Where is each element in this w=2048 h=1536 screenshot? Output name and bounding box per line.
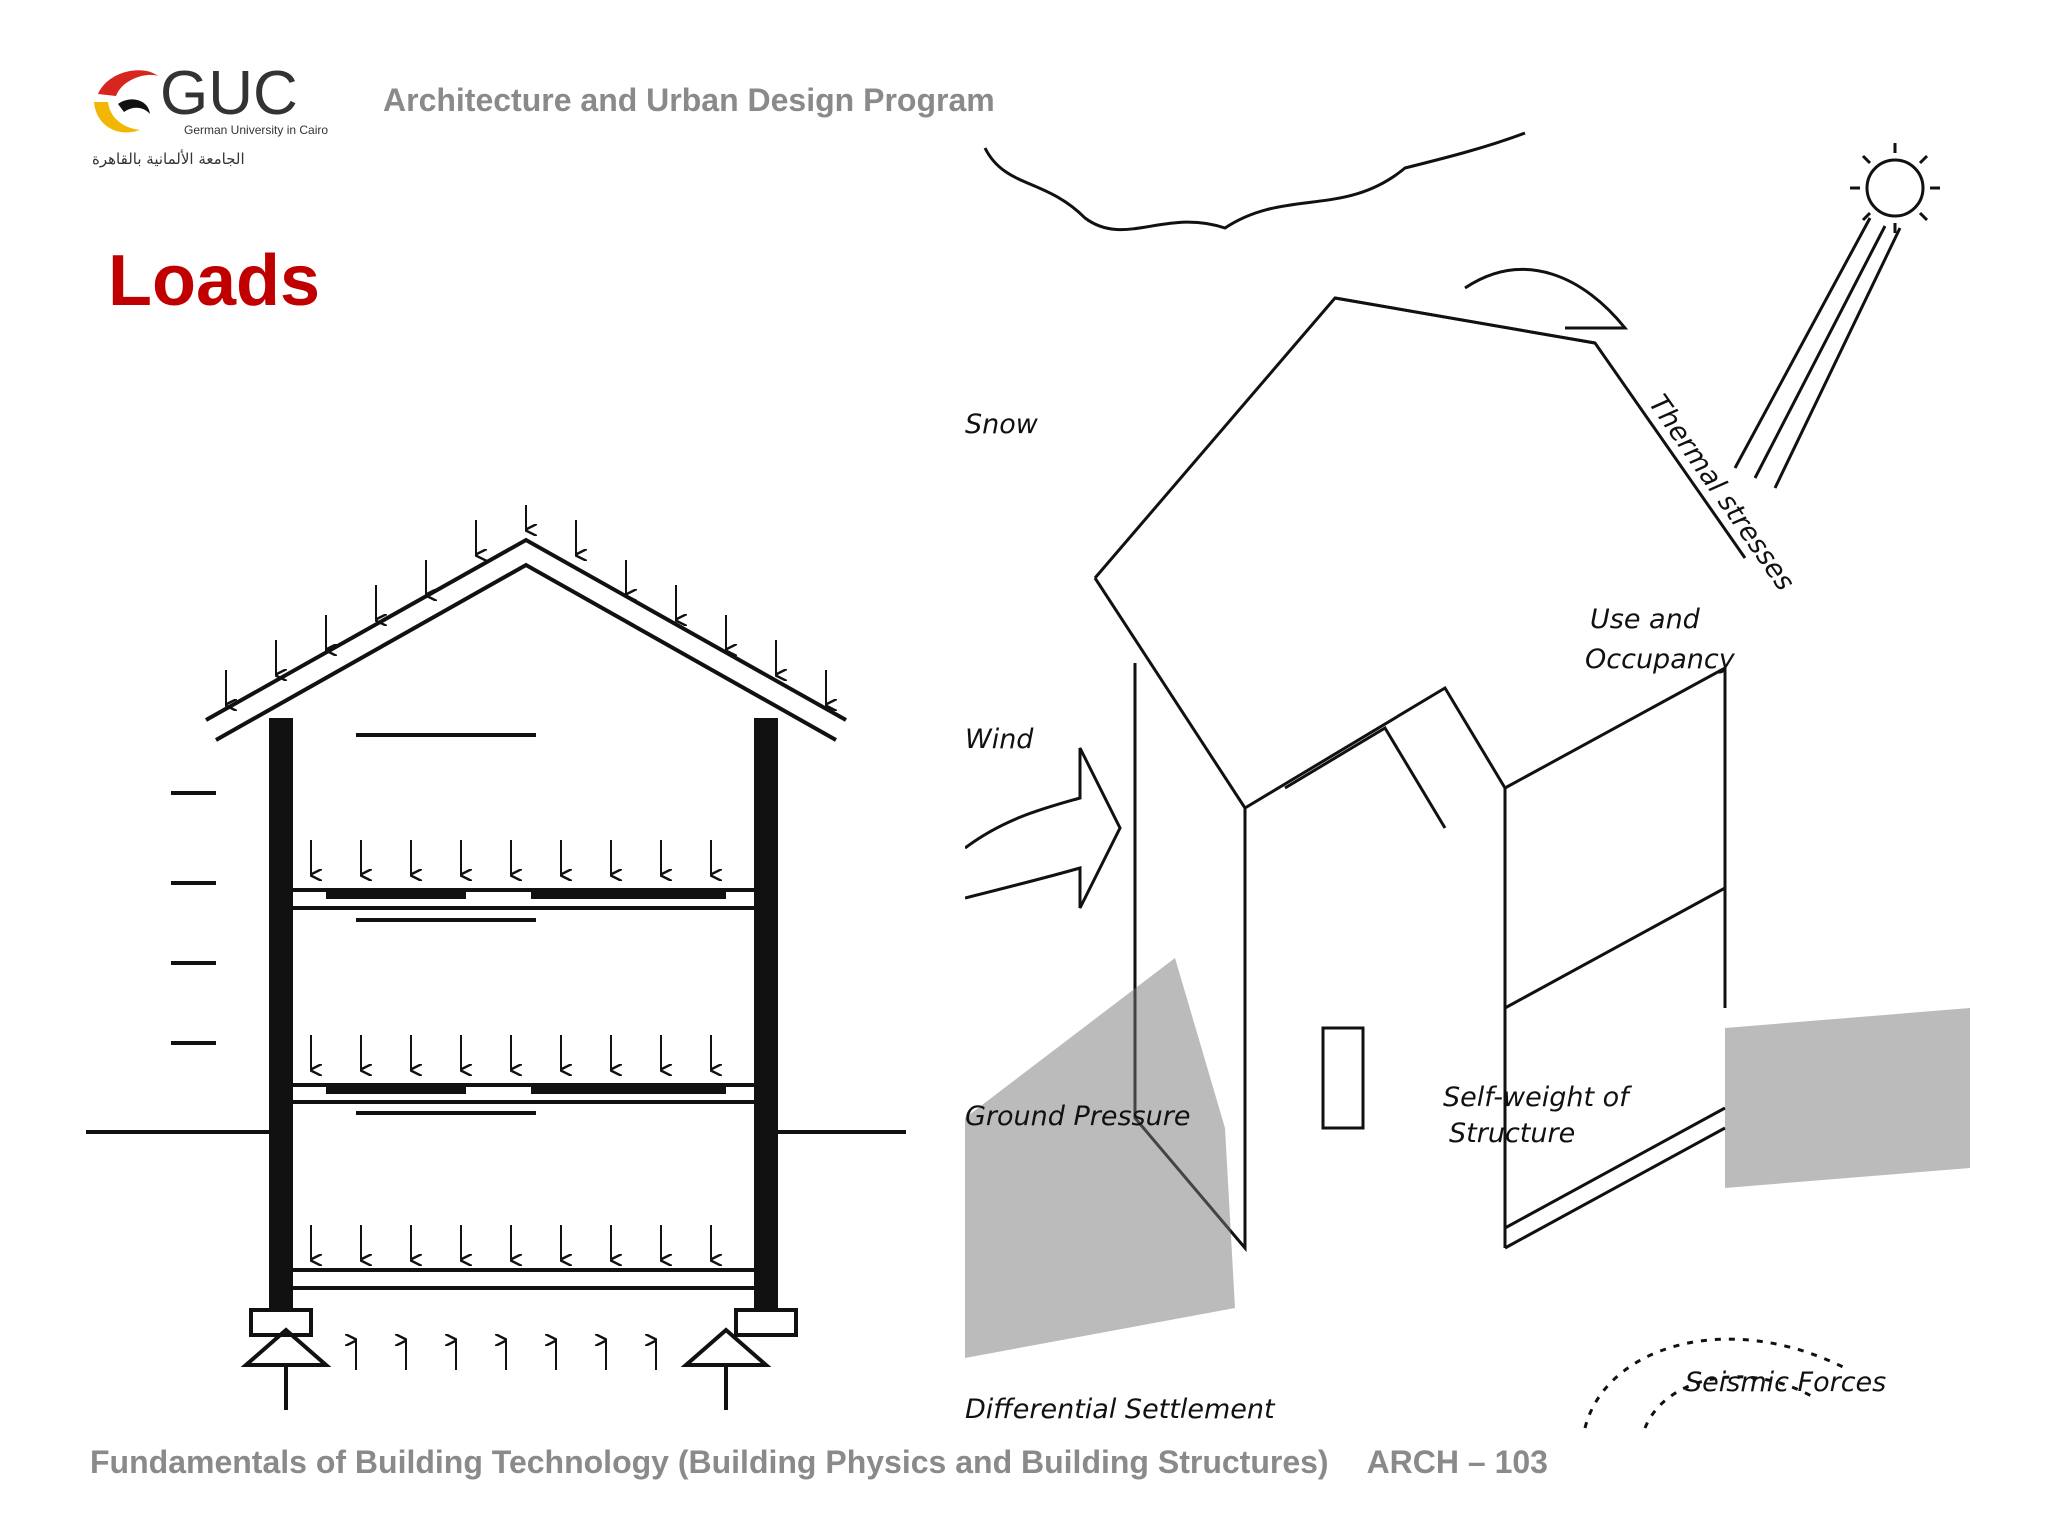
slide-title: Loads xyxy=(108,241,321,321)
label-ground-pressure: Ground Pressure xyxy=(965,1101,1190,1132)
label-self-weight: Self-weight of xyxy=(1443,1082,1632,1113)
footer: Fundamentals of Building Technology (Bui… xyxy=(90,1444,1548,1481)
footer-course: Fundamentals of Building Technology (Bui… xyxy=(90,1444,1329,1480)
label-wind: Wind xyxy=(965,724,1034,755)
label-seismic: Seismic Forces xyxy=(1685,1367,1886,1398)
label-occupancy: Occupancy xyxy=(1585,644,1736,675)
footer-code: ARCH – 103 xyxy=(1366,1444,1548,1480)
label-thermal: Thermal stresses xyxy=(1642,389,1800,596)
logo-subtitle: German University in Cairo xyxy=(184,123,328,137)
label-differential-settlement: Differential Settlement xyxy=(965,1394,1276,1425)
label-use: Use and xyxy=(1590,604,1701,635)
label-snow: Snow xyxy=(965,409,1039,440)
logo-arabic: الجامعة الألمانية بالقاهرة xyxy=(92,149,245,168)
logo-text: GUC xyxy=(160,59,298,128)
guc-logo: GUC German University in Cairo الجامعة ا… xyxy=(92,59,328,168)
house-load-diagram: Snow Wind Use and Occupancy Self-weight … xyxy=(965,131,1970,1429)
section-load-diagram xyxy=(86,505,906,1410)
program-name: Architecture and Urban Design Program xyxy=(383,82,995,118)
label-structure: Structure xyxy=(1449,1118,1575,1149)
